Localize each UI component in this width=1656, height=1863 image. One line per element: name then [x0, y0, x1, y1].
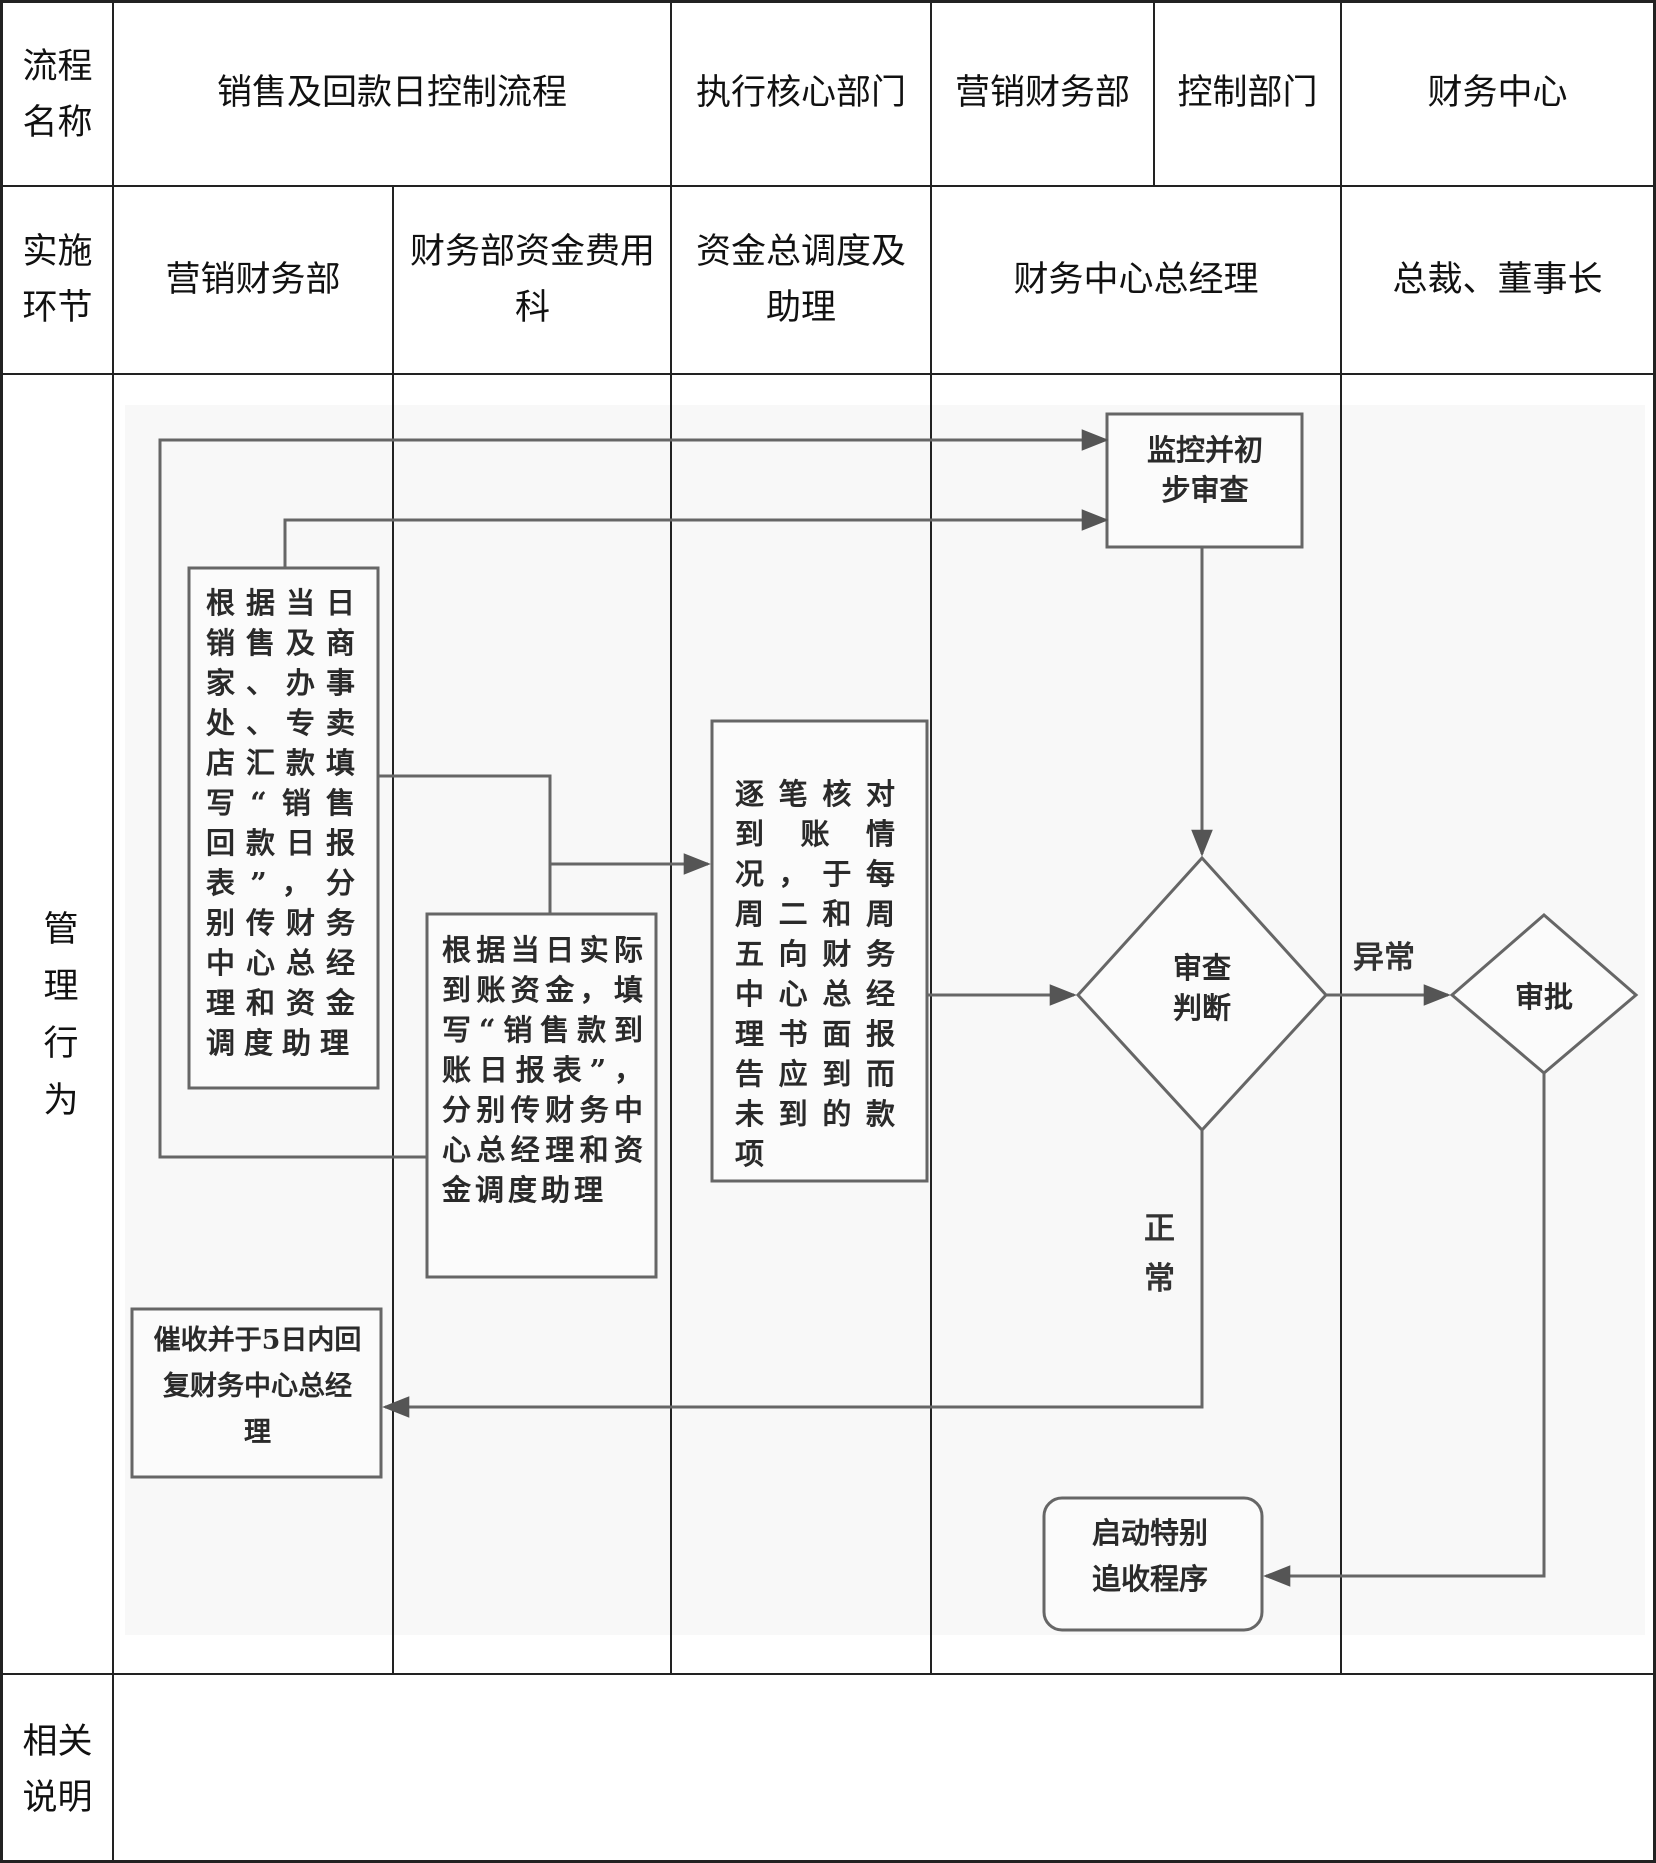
table-border-left [0, 0, 3, 1863]
monitor-box-shape [1105, 412, 1304, 549]
approve-to-special-arrow [1263, 1073, 1546, 1587]
sales-report-to-monitor-arrow [283, 509, 1109, 568]
lane-header-fund-expense: 财务部资金费用科 [410, 232, 656, 328]
core-dept-label: 执行核心部门 [695, 72, 906, 113]
row-divider-2 [0, 373, 1656, 375]
collect-box-text: 催收并于5日内回复财务中心总经理 [153, 1325, 362, 1448]
control-dept-label: 控制部门 [1177, 72, 1318, 113]
normal-label: 正常 [1144, 1211, 1175, 1297]
sales-report-box-shape [187, 566, 380, 1090]
management-label: 管理行为 [37, 910, 78, 1138]
core-dept: 营销财务部 [954, 72, 1130, 113]
control-dept: 财务中心 [1427, 72, 1568, 113]
table-border-bottom [0, 1860, 1656, 1863]
process-name-label: 流程名称 [22, 47, 93, 143]
col-divider-core-dept [1153, 0, 1155, 187]
lane-line-1 [392, 375, 394, 1673]
lane-line-3 [930, 375, 932, 1673]
lane-header-marketing-finance: 营销财务部 [165, 260, 341, 300]
row-divider-1 [0, 185, 1656, 187]
approve-diamond-text: 审批 [1514, 980, 1573, 1014]
related-label: 相关说明 [22, 1722, 93, 1818]
lane-line-4 [1340, 375, 1342, 1673]
arrival-report-box-shape [425, 912, 658, 1279]
sales-report-box-text: 根据当日销售及商家、办事处、专卖店汇款填写“销售回款日报表”，分别传财务中心总经… [206, 586, 364, 1061]
process-name: 销售及回款日控制流程 [216, 72, 567, 113]
table-border-right [1653, 0, 1656, 1863]
arrival-report-box-text: 根据当日实际到账资金，填写“销售款到账日报表”，分别传财务中心总经理和资金调度助… [442, 933, 647, 1208]
special-box-shape [1042, 1496, 1264, 1632]
review-to-collect-arrow [382, 1130, 1204, 1418]
collect-box-shape [130, 1307, 383, 1479]
special-box-text: 启动特别追收程序 [1091, 1516, 1208, 1597]
sales-report-to-reconcile-connector [378, 774, 552, 914]
row-divider-3 [0, 1673, 1656, 1675]
lane-header-finance-gm: 财务中心总经理 [1013, 260, 1259, 300]
lane-header-fund-dispatch: 资金总调度及助理 [695, 232, 906, 328]
table-border-top [0, 0, 1656, 3]
col-divider-label [112, 0, 114, 1863]
arrival-report-to-monitor-arrow [158, 429, 1109, 1159]
reconcile-box-shape [710, 719, 929, 1183]
stages-label: 实施环节 [22, 232, 93, 328]
lane-header-president: 总裁、董事长 [1392, 260, 1603, 300]
abnormal-label: 异常 [1353, 940, 1415, 976]
reconcile-box-text: 逐笔核对到账情况，于每周二和周五向财务中心总经理书面报告应到而未到的款项 [735, 777, 905, 1172]
monitor-box-text: 监控并初步审查 [1146, 433, 1263, 508]
review-diamond-text: 审查判断 [1172, 951, 1231, 1026]
lane-line-2 [670, 375, 672, 1673]
